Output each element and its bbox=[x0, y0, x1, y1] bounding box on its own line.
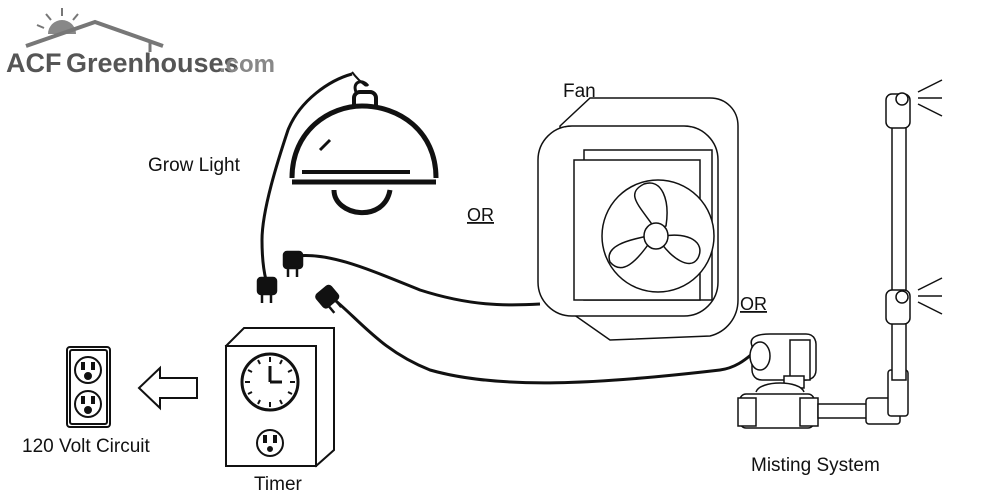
fan: Fan bbox=[537, 81, 739, 341]
logo-domain: .com bbox=[219, 51, 275, 78]
timer-label: Timer bbox=[254, 474, 303, 495]
circuit-label: 120 Volt Circuit bbox=[22, 436, 151, 457]
or-label-2: OR bbox=[740, 294, 767, 314]
outlet-icon bbox=[74, 356, 102, 418]
misting-system: Misting System bbox=[737, 79, 943, 476]
fan-label: Fan bbox=[563, 81, 596, 102]
clock-icon bbox=[240, 352, 300, 412]
or-label-1: OR bbox=[467, 205, 494, 225]
sun-icon bbox=[36, 8, 88, 34]
grow-light: Grow Light bbox=[148, 71, 439, 216]
logo-name: Greenhouses bbox=[66, 48, 239, 78]
mister-nozzle-icon bbox=[895, 79, 943, 315]
timer: Timer bbox=[224, 327, 335, 495]
house-roof-icon bbox=[25, 19, 164, 52]
fan-cord bbox=[295, 253, 541, 307]
fan-icon bbox=[537, 97, 739, 341]
outlet-icon bbox=[256, 429, 284, 457]
lamp-icon bbox=[289, 71, 439, 216]
logo-brand: ACF bbox=[6, 48, 62, 78]
valve-icon bbox=[737, 93, 911, 429]
wall-outlet: 120 Volt Circuit bbox=[22, 346, 151, 457]
grow-light-label: Grow Light bbox=[148, 155, 241, 176]
cords bbox=[260, 72, 753, 385]
misting-cord bbox=[329, 294, 753, 385]
misting-label: Misting System bbox=[751, 455, 880, 476]
grow-light-cord bbox=[260, 72, 353, 281]
arrow-left-icon bbox=[137, 365, 198, 411]
logo: ACF Greenhouses .com bbox=[6, 8, 275, 78]
plug-icon bbox=[256, 250, 343, 314]
